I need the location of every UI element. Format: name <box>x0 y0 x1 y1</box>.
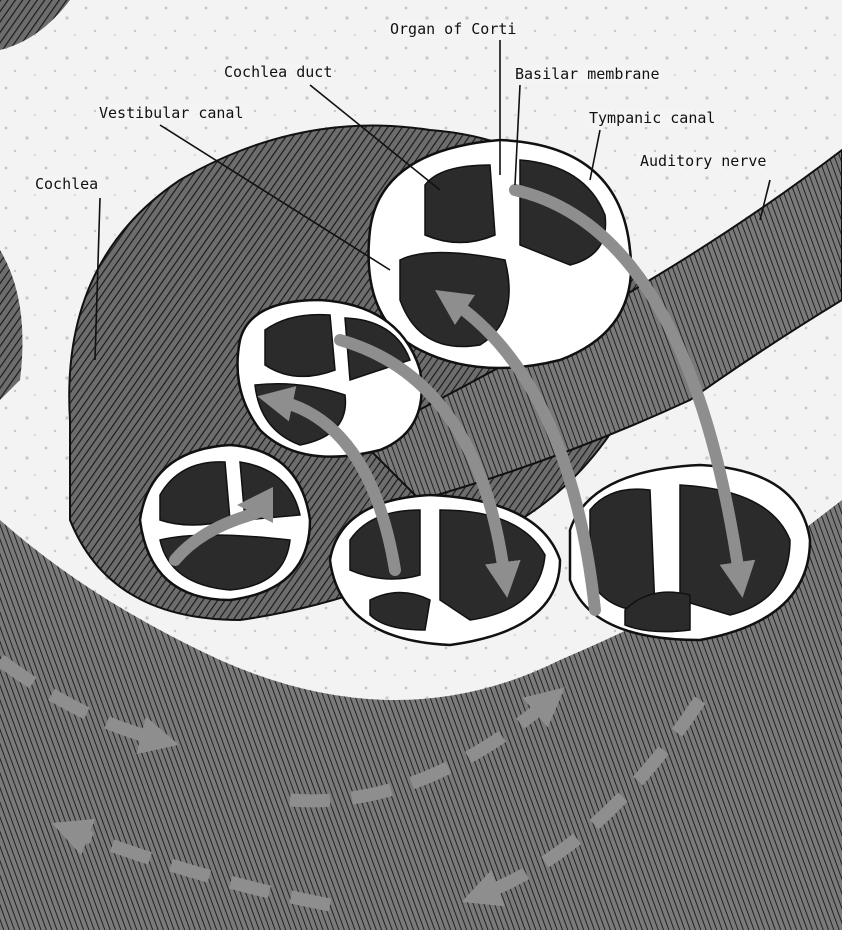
label-auditory-nerve: Auditory nerve <box>638 152 768 170</box>
label-cochlea: Cochlea <box>33 175 100 193</box>
label-tympanic-canal: Tympanic canal <box>587 109 717 127</box>
label-cochlea-duct: Cochlea duct <box>222 63 334 81</box>
label-basilar-membrane: Basilar membrane <box>513 65 662 83</box>
label-vestibular-canal: Vestibular canal <box>97 104 246 122</box>
label-organ-of-corti: Organ of Corti <box>388 20 518 38</box>
